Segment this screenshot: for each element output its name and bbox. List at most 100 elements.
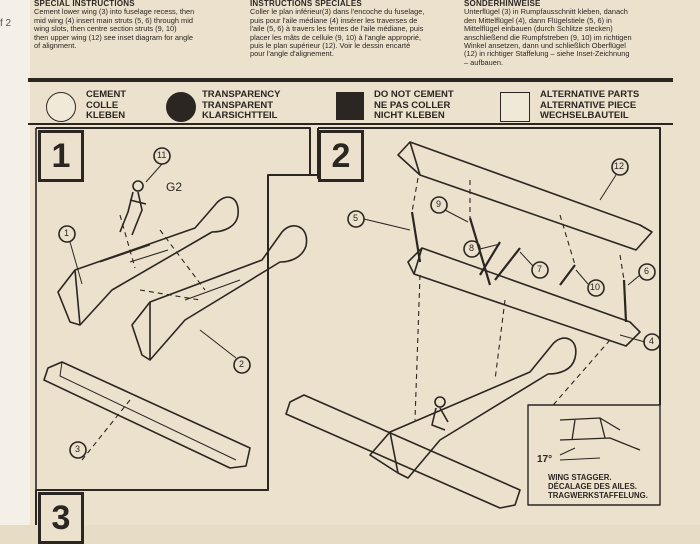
callout-12: 12 [614, 161, 625, 171]
filled-circle-icon [166, 92, 196, 122]
callout-11: 11 [157, 150, 167, 160]
assembly-guide-wing [81, 399, 131, 461]
callout-circle-10 [587, 279, 605, 297]
callout-7: 7 [537, 264, 543, 274]
instructions-german-line: (12) in richtiger Staffelung – siehe Ins… [464, 49, 630, 59]
inset-angle-mark [559, 447, 601, 461]
fuselage-right-detail [184, 279, 241, 301]
callout-circle-1 [58, 225, 76, 243]
callout-1: 1 [64, 228, 70, 238]
callout-3: 3 [75, 444, 81, 454]
open-circle-icon [46, 92, 76, 122]
upper-wing-leading-edge [409, 141, 421, 176]
instructions-french-line: pour l'angle d'alignement. [250, 49, 334, 59]
callout-circle-3 [69, 441, 87, 459]
callout-8: 8 [469, 243, 475, 253]
instructions-english: SPECIAL INSTRUCTIONS Cement lower wing (… [34, 0, 244, 50]
instructions-french-line: Coller le plan inférieur(3) dans l'encoc… [250, 7, 425, 17]
instructions-german-heading: SONDERHINWEISE [464, 0, 541, 8]
callout-leader-8 [479, 243, 501, 250]
callout-circle-12 [611, 158, 629, 176]
callout-leader-10 [575, 269, 589, 285]
callout-leader-4 [619, 334, 646, 343]
instructions-english-line: wing slots, then centre section struts (… [34, 24, 177, 34]
callout-leader-7 [519, 251, 534, 267]
legend-line: CEMENT [86, 89, 127, 100]
instructions-french: INSTRUCTIONS SPECIALES Coller le plan in… [250, 0, 460, 59]
legend-line: DO NOT CEMENT [374, 89, 454, 100]
callout-leader-9 [444, 209, 469, 223]
legend-transparency-text: TRANSPARENCY TRANSPARENT KLARSICHTTEIL [202, 89, 280, 122]
instructions-english-line: Cement lower wing (3) into fuselage rece… [34, 7, 195, 17]
step-number-3: 3 [38, 492, 84, 544]
filled-square-icon [336, 92, 364, 120]
mid-wing-4 [407, 247, 641, 347]
legend-line: NICHT KLEBEN [374, 110, 445, 121]
legend-do-not-cement-text: DO NOT CEMENT NE PAS COLLER NICHT KLEBEN [374, 89, 454, 122]
legend-line: KLEBEN [86, 110, 126, 121]
callout-leader-6 [627, 274, 641, 286]
legend-line: ALTERNATIVE PIECE [540, 99, 637, 111]
callout-10: 10 [590, 282, 601, 292]
open-square-icon [500, 92, 530, 122]
legend-alternative-text: ALTERNATIVE PARTS ALTERNATIVE PIECE WECH… [540, 89, 640, 122]
pilot-figure-step-2 [431, 396, 449, 431]
inset-caption-line: DÉCALAGE DES AILES. [548, 482, 637, 491]
fuselage-left-detail [99, 244, 169, 263]
instructions-french-line: puis pour l'aile médiane (4) insérer les… [250, 15, 418, 25]
fuselage-half-left [57, 196, 239, 326]
callout-g2: G2 [166, 180, 183, 194]
inset-caption: WING STAGGER. DÉCALAGE DES AILES. TRAGWE… [548, 473, 648, 500]
pilot-figure [119, 180, 147, 236]
callout-leader-1 [69, 241, 83, 285]
instructions-german-line: – aufbauen. [464, 57, 504, 67]
callout-circle-6 [638, 263, 656, 281]
frame-step-2-top [318, 127, 661, 405]
legend-line: TRANSPARENT [202, 99, 274, 111]
instructions-german-line: anschließend die Rumpfstreben (9, 10) im… [464, 32, 632, 42]
callout-9: 9 [436, 199, 442, 209]
callout-circle-9 [430, 196, 448, 214]
inset-caption-line: TRAGWERKSTAFFELUNG. [548, 491, 648, 500]
mid-wing-edge [413, 247, 423, 275]
legend-line: WECHSELBAUTEIL [540, 110, 629, 121]
page-edge-text: f 2 [0, 18, 12, 29]
fuselage-assembled-edge [389, 431, 399, 474]
instructions-french-heading: INSTRUCTIONS SPECIALES [250, 0, 362, 8]
instructions-german-line: Mittelflügel einbauen (durch Schlitze st… [464, 24, 613, 34]
instruction-sheet: f 2 SPECIAL INSTRUCTIONS Cement lower wi… [0, 0, 676, 544]
legend-line: KLARSICHTTEIL [202, 110, 278, 121]
instructions-german-line: den Mittelflügel (4), dann Flügelstiele … [464, 15, 612, 25]
lower-wing-step-2 [285, 394, 521, 509]
callout-6: 6 [644, 266, 650, 276]
assembly-guide-1 [119, 214, 206, 301]
instructions-german-line: Winkel ansetzen, dann und schließlich Ob… [464, 41, 626, 51]
instructions-english-line: mid wing (4) insert main struts (5, 6) t… [34, 15, 193, 25]
inset-box [527, 404, 661, 506]
instructions-english-heading: SPECIAL INSTRUCTIONS [34, 0, 135, 8]
legend-do-not-cement: DO NOT CEMENT NE PAS COLLER NICHT KLEBEN [336, 89, 486, 124]
callout-4: 4 [649, 336, 655, 346]
callout-leader-12 [599, 174, 617, 201]
divider-legend [28, 123, 673, 125]
inset-angle: 17° [537, 454, 553, 465]
legend-line: ALTERNATIVE PARTS [540, 89, 640, 100]
legend-transparency: TRANSPARENCY TRANSPARENT KLARSICHTTEIL [166, 89, 316, 124]
instructions-german: SONDERHINWEISE Unterflügel (3) in Rumpfa… [464, 0, 676, 67]
fuselage-left-edge [74, 269, 81, 326]
instructions-french-line: puis le plan supérieur (12). Voir le des… [250, 41, 411, 51]
instructions-french-line: placer les mâts de cellule (9, 10) à l'a… [250, 32, 422, 42]
callout-leader-11 [145, 163, 163, 183]
assembly-guide-2 [411, 177, 625, 421]
callout-leader-2 [199, 329, 237, 359]
callout-2: 2 [239, 359, 245, 369]
callout-leader-5 [363, 218, 411, 231]
step-number-1: 1 [38, 130, 84, 182]
callout-circle-7 [531, 261, 549, 279]
legend-alternative: ALTERNATIVE PARTS ALTERNATIVE PIECE WECH… [500, 89, 670, 124]
inset-wing-stagger [559, 417, 641, 451]
inset-caption-line: WING STAGGER. [548, 473, 612, 482]
upper-wing-12 [397, 141, 653, 251]
instructions-english-line: then upper wing (12) see inset diagram f… [34, 32, 193, 42]
step-number-2: 2 [318, 130, 364, 182]
